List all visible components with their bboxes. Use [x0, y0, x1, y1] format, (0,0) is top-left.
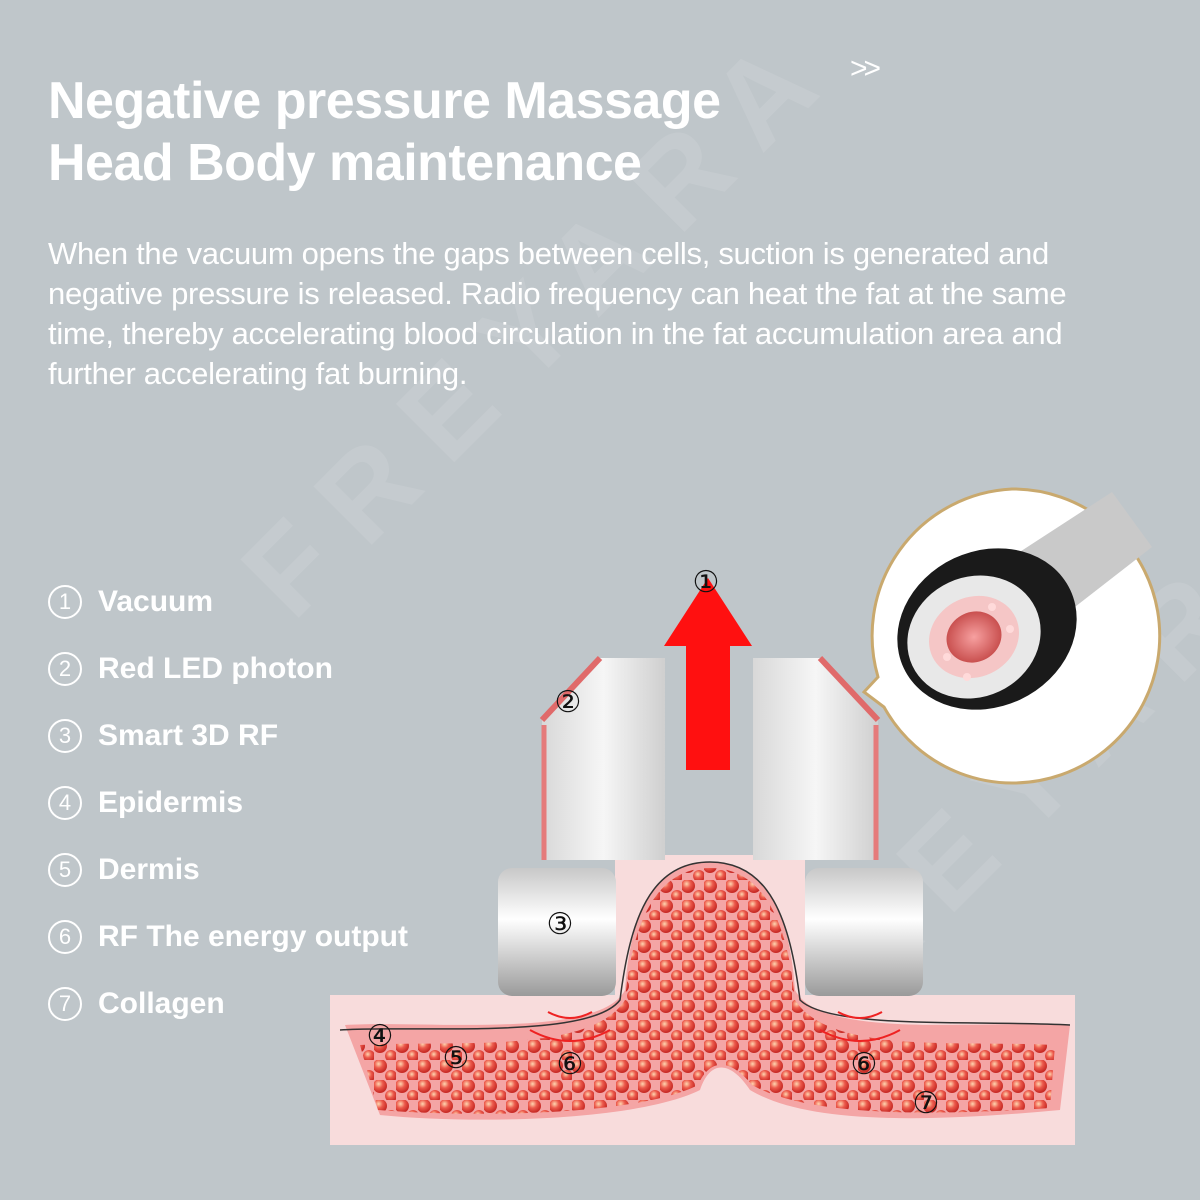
legend-label: Epidermis	[98, 785, 244, 819]
marker-2: ②	[555, 685, 582, 720]
marker-6: ⑥	[851, 1047, 878, 1082]
number-badge: 5	[48, 852, 82, 887]
marker-1: ①	[693, 565, 720, 600]
number-badge: 2	[48, 651, 82, 686]
legend-label: Collagen	[98, 986, 225, 1020]
marker-5: ⑤	[443, 1041, 470, 1076]
number-badge: 4	[48, 785, 82, 820]
marker-6: ⑥	[557, 1047, 584, 1082]
number-badge: 6	[48, 919, 82, 954]
marker-4: ④	[367, 1019, 394, 1054]
legend-item-collagen: 7 Collagen	[48, 970, 408, 1037]
legend-item-rf-energy: 6 RF The energy output	[48, 903, 408, 970]
legend-item-epidermis: 4 Epidermis	[48, 769, 408, 836]
legend-label: Red LED photon	[98, 651, 333, 685]
legend-item-dermis: 5 Dermis	[48, 836, 408, 903]
device-head-callout	[862, 487, 1162, 785]
number-badge: 1	[48, 584, 82, 619]
legend-list: 1 Vacuum 2 Red LED photon 3 Smart 3D RF 4 Ep…	[48, 568, 408, 1037]
legend-item-red-led: 2 Red LED photon	[48, 635, 408, 702]
legend-item-vacuum: 1 Vacuum	[48, 568, 408, 635]
description-text: When the vacuum opens the gaps between c…	[48, 236, 1067, 391]
legend-label: Dermis	[98, 852, 200, 886]
number-badge: 7	[48, 986, 82, 1021]
legend-item-smart-rf: 3 Smart 3D RF	[48, 702, 408, 769]
legend-label: Smart 3D RF	[98, 718, 279, 752]
page-title: Negative pressure Massage Head Body main…	[48, 72, 721, 192]
number-badge: 3	[48, 718, 82, 753]
marker-3: ③	[547, 907, 574, 942]
vacuum-arrow-icon	[664, 578, 752, 770]
legend-label: RF The energy output	[98, 919, 408, 953]
legend-label: Vacuum	[98, 584, 214, 618]
marker-7: ⑦	[913, 1086, 940, 1121]
chevron-right-icon: >>	[850, 52, 881, 85]
